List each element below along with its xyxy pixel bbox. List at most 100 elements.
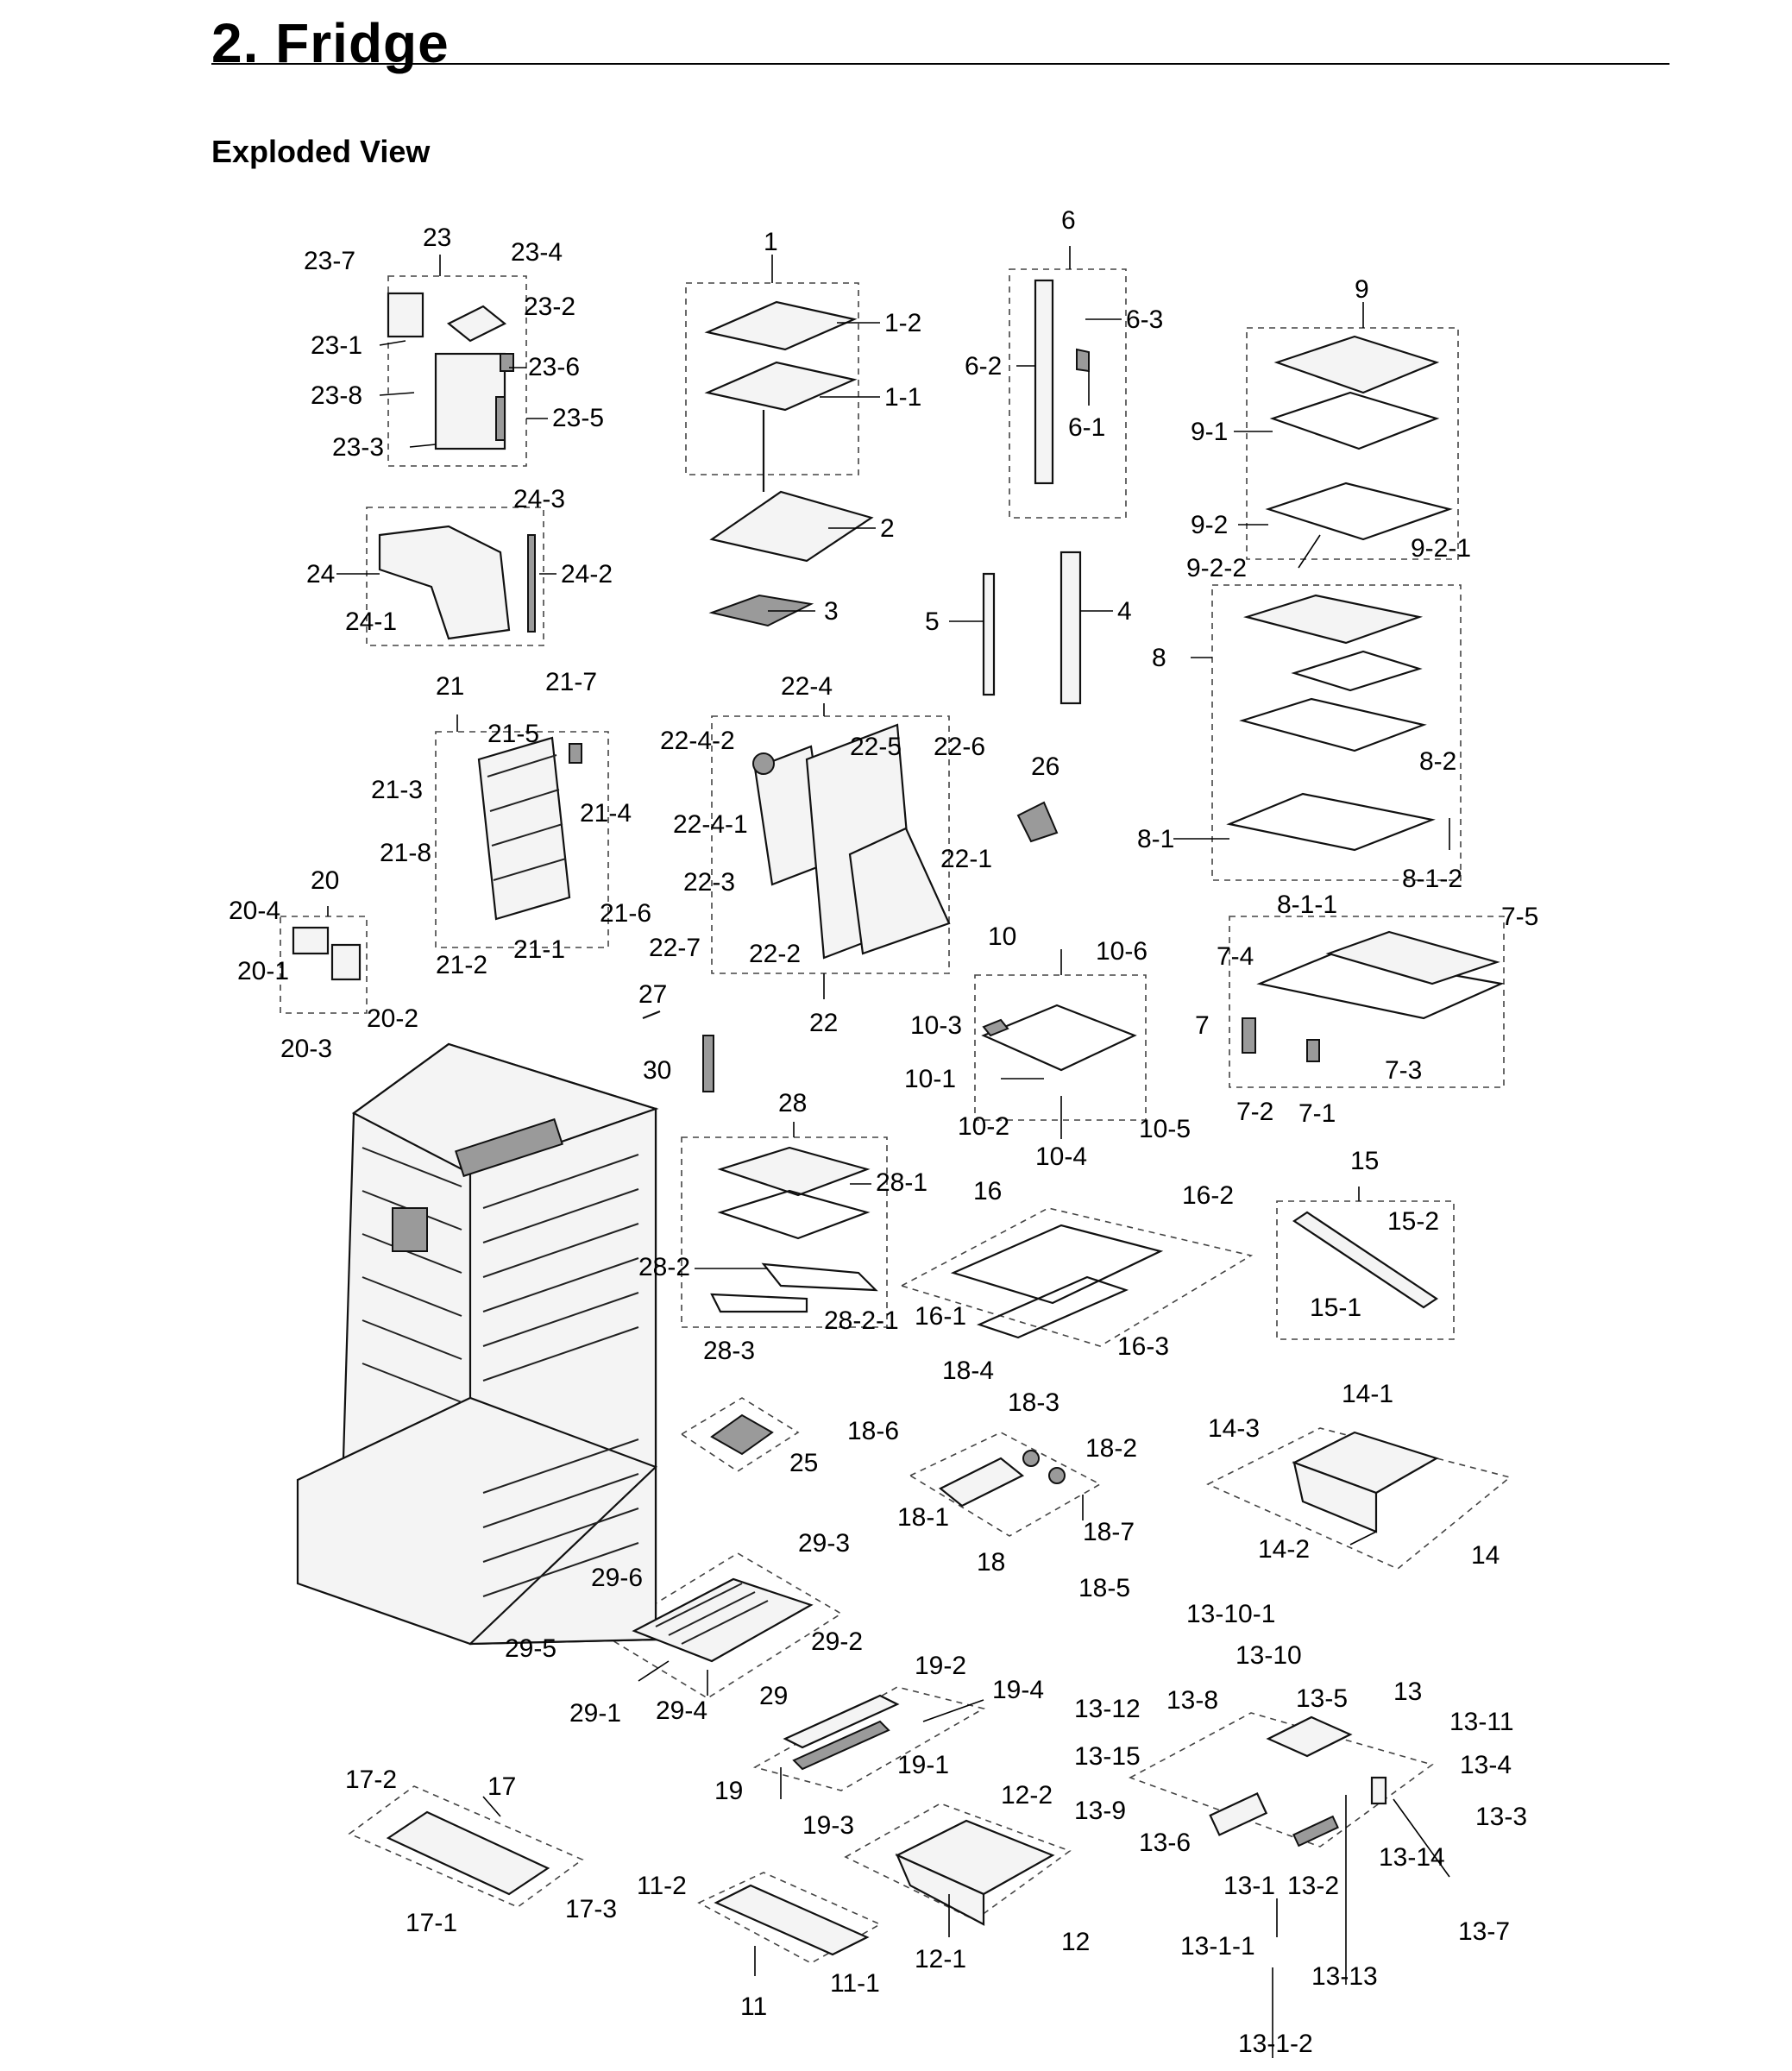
callout-label: 4 <box>1117 597 1132 626</box>
group-box-28 <box>681 1136 888 1328</box>
bin-14 <box>1292 1431 1439 1533</box>
callout-label: 23-1 <box>311 331 362 360</box>
group-box-23 <box>387 275 527 467</box>
group-box-16 <box>899 1207 1254 1347</box>
callout-label: 13-6 <box>1139 1829 1191 1857</box>
callout-label: 7-3 <box>1385 1056 1422 1085</box>
group-box-13 <box>1129 1712 1434 1848</box>
callout-label: 18-6 <box>847 1417 899 1445</box>
callout-label: 16-3 <box>1117 1332 1169 1361</box>
group-box-9 <box>1246 327 1459 560</box>
callout-label: 9-2-2 <box>1186 554 1247 582</box>
group-box-21 <box>435 731 609 948</box>
callout-label: 6-3 <box>1126 305 1163 334</box>
callout-label: 28-3 <box>703 1337 755 1365</box>
callout-label: 12-2 <box>1001 1781 1053 1810</box>
section-title: Exploded View <box>211 134 431 169</box>
drawer-10 <box>981 1004 1137 1072</box>
rails-4-5-6 <box>982 279 1090 705</box>
callout-label: 7 <box>1195 1011 1210 1040</box>
callout-label: 13-11 <box>1449 1708 1514 1736</box>
callout-label: 17-2 <box>345 1766 397 1794</box>
callout-label: 22-4-1 <box>673 810 748 839</box>
callout-label: 22-1 <box>940 845 992 873</box>
callout-label: 6-2 <box>965 352 1002 381</box>
callout-label: 23-7 <box>304 247 355 275</box>
callout-label: 9-2 <box>1191 511 1228 539</box>
group-boxes <box>280 268 1512 1964</box>
callout-label: 13 <box>1393 1678 1422 1706</box>
callout-label: 24-1 <box>345 607 397 636</box>
callout-label: 16-1 <box>915 1302 966 1331</box>
callout-label: 23 <box>423 223 451 252</box>
callout-label: 9 <box>1355 275 1369 304</box>
callout-labels: 23 23-7 23-4 23-2 23-1 23-6 23-8 23-5 23… <box>229 206 1538 2058</box>
callout-label: 18-2 <box>1085 1434 1137 1463</box>
callout-label: 9-2-1 <box>1411 534 1471 563</box>
leader-lines <box>327 246 1450 2058</box>
callout-label: 22-2 <box>749 940 801 968</box>
callout-label: 29-1 <box>569 1699 621 1728</box>
callout-label: 12 <box>1061 1928 1090 1956</box>
ice-maker-assembly <box>387 292 514 450</box>
evaporator-21 <box>477 736 582 921</box>
callout-label: 19 <box>714 1777 743 1805</box>
callout-label: 5 <box>925 607 940 636</box>
callout-label: 18-3 <box>1008 1388 1059 1417</box>
callout-label: 18 <box>977 1548 1005 1577</box>
parts-27-30 <box>642 1010 714 1092</box>
callout-label: 7-4 <box>1217 942 1254 971</box>
part-19 <box>783 1694 900 1771</box>
callout-label: 23-2 <box>524 293 575 321</box>
callout-label: 13-5 <box>1296 1684 1348 1713</box>
callout-label: 25 <box>789 1449 818 1477</box>
callout-label: 28-2-1 <box>824 1306 899 1335</box>
callout-label: 18-4 <box>942 1357 994 1385</box>
callout-label: 18-7 <box>1083 1518 1135 1546</box>
callout-label: 13-2 <box>1287 1872 1339 1900</box>
callout-label: 24 <box>306 560 335 589</box>
callout-label: 20-4 <box>229 897 280 925</box>
callout-label: 29-6 <box>591 1564 643 1592</box>
air-duct-22 <box>752 723 951 960</box>
callout-label: 22-4 <box>781 672 833 701</box>
shelf-28 <box>710 1146 878 1313</box>
callout-label: 10-4 <box>1035 1143 1087 1171</box>
callout-label: 23-4 <box>511 238 563 267</box>
callout-label: 18-1 <box>897 1503 949 1532</box>
callout-label: 10-2 <box>958 1112 1009 1141</box>
callout-label: 13-1 <box>1223 1872 1275 1900</box>
callout-label: 13-7 <box>1458 1917 1510 1946</box>
group-box-11 <box>697 1872 882 1964</box>
drawer-12 <box>895 1819 1055 1926</box>
callout-label: 10-5 <box>1139 1115 1191 1143</box>
callout-label: 19-2 <box>915 1652 966 1680</box>
callout-label: 13-10-1 <box>1186 1600 1275 1628</box>
callout-label: 12-1 <box>915 1945 966 1973</box>
cover-29 <box>632 1577 814 1663</box>
callout-label: 14-3 <box>1208 1414 1260 1443</box>
main-cabinet <box>296 1042 659 1646</box>
callout-label: 29-5 <box>505 1634 556 1663</box>
callout-label: 10-3 <box>910 1011 962 1040</box>
callout-label: 23-6 <box>528 353 580 381</box>
group-box-1 <box>685 282 859 475</box>
callout-label: 13-1-2 <box>1238 2030 1313 2058</box>
callout-label: 8-2 <box>1419 747 1456 776</box>
callout-label: 17 <box>487 1772 516 1801</box>
callout-label: 13-10 <box>1236 1641 1302 1670</box>
callout-label: 3 <box>824 597 839 626</box>
part-18 <box>938 1450 1066 1508</box>
callout-label: 28 <box>778 1089 807 1117</box>
callout-label: 6-1 <box>1068 413 1105 442</box>
callout-label: 24-3 <box>513 485 565 513</box>
callout-label: 24-2 <box>561 560 613 589</box>
callout-label: 20-1 <box>237 957 289 985</box>
callout-label: 6 <box>1061 206 1076 235</box>
callout-label: 22-3 <box>683 868 735 897</box>
callout-label: 19-1 <box>897 1751 949 1779</box>
callout-label: 15 <box>1350 1147 1379 1175</box>
callout-label: 16 <box>973 1177 1002 1205</box>
callout-label: 23-8 <box>311 381 362 410</box>
callout-label: 15-2 <box>1387 1207 1439 1236</box>
